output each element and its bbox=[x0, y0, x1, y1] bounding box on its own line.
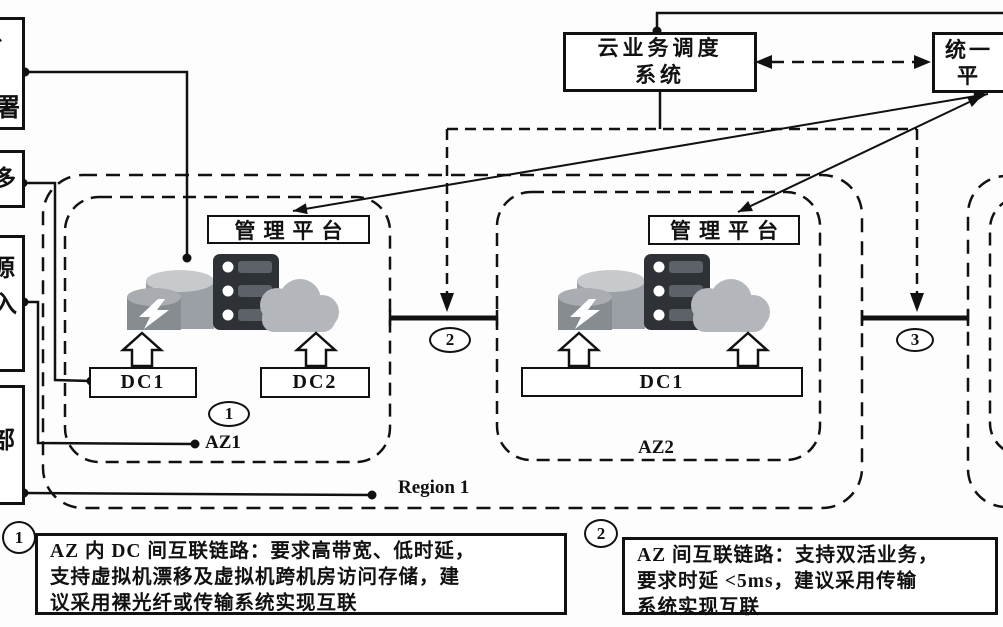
arrowhead-right-icon bbox=[914, 55, 931, 69]
unified-platform-line2: 平 bbox=[957, 63, 981, 88]
junction-dot bbox=[182, 253, 192, 263]
arrowhead-icon bbox=[293, 203, 308, 215]
legend4-fragment: 部 bbox=[0, 428, 15, 454]
legend3-fragment: 源 bbox=[0, 256, 15, 282]
up-arrow-icon bbox=[556, 331, 602, 368]
az1-dc2-label: DC2 bbox=[292, 371, 338, 393]
junction-dot bbox=[190, 439, 200, 449]
note1-number: 1 bbox=[14, 527, 24, 547]
arrowhead-down-icon bbox=[440, 293, 454, 312]
az2-dc1-box: DC1 bbox=[521, 367, 803, 397]
datacenter-icon bbox=[127, 254, 339, 332]
up-arrow-icon bbox=[119, 331, 165, 368]
note2-line2: 要求时延 <5ms，建议采用传输 bbox=[637, 571, 918, 592]
legend1-fragment: 丶 bbox=[0, 26, 6, 50]
link2-number-badge: 2 bbox=[429, 327, 471, 353]
left-legend-box-3: 源 入 bbox=[0, 235, 25, 372]
az3-boundary-partial bbox=[988, 201, 1003, 451]
legend1-fragment: 署 bbox=[0, 95, 21, 122]
region1-label: Region 1 bbox=[398, 477, 470, 498]
leftbox4-connector bbox=[23, 491, 373, 497]
link3-number: 3 bbox=[910, 330, 920, 349]
note1-line2: 支持虚拟机漂移及虚拟机跨机房访问存储，建 bbox=[50, 567, 461, 588]
up-arrow-icon bbox=[725, 331, 771, 368]
legend1-fragment: 。 bbox=[0, 62, 8, 86]
az1-management-platform-label: 管理平台 bbox=[234, 218, 351, 243]
link2-number: 2 bbox=[445, 330, 455, 349]
note1-line3: 议采用裸光纤或传输系统实现互联 bbox=[50, 593, 358, 614]
note1-number-badge: 1 bbox=[2, 521, 36, 554]
note2-number-badge: 2 bbox=[584, 519, 618, 548]
az1-dc1-label: DC1 bbox=[120, 371, 166, 393]
arrowhead-down-icon bbox=[910, 293, 924, 312]
note1-line1: AZ 内 DC 间互联链路：要求高带宽、低时延， bbox=[50, 541, 476, 562]
az1-management-platform-box: 管理平台 bbox=[207, 215, 370, 244]
region2-boundary-partial bbox=[966, 174, 1003, 509]
lightning-icon bbox=[139, 299, 169, 329]
lightning-icon bbox=[570, 299, 600, 329]
note2-line3: 系统实现互联 bbox=[637, 597, 761, 618]
arrowhead-left-icon bbox=[755, 55, 772, 69]
az1-dc2-box: DC2 bbox=[260, 367, 370, 398]
az1-boundary bbox=[63, 195, 392, 464]
unified-platform-line1: 统一 bbox=[945, 37, 993, 62]
az2-dc1-label: DC1 bbox=[639, 370, 685, 393]
az2-management-platform-label: 管理平台 bbox=[670, 219, 786, 243]
link3-number-badge: 3 bbox=[896, 328, 934, 352]
az1-label: AZ1 bbox=[205, 432, 241, 453]
cloud-scheduler-box: 云业务调度 系统 bbox=[563, 32, 757, 92]
unified-az1-mgmt-link bbox=[292, 93, 989, 212]
datacenter-icon bbox=[558, 254, 770, 332]
up-arrow-icon bbox=[293, 331, 339, 368]
az2-management-platform-box: 管理平台 bbox=[648, 215, 800, 245]
link1-number: 1 bbox=[224, 404, 234, 423]
scheduler-top-connector bbox=[655, 11, 1003, 32]
unified-platform-box-partial: 统一 平 bbox=[932, 32, 1003, 93]
leftbox3-connector bbox=[24, 300, 196, 446]
note1-box: AZ 内 DC 间互联链路：要求高带宽、低时延， 支持虚拟机漂移及虚拟机跨机房访… bbox=[35, 533, 567, 615]
note2-line1: AZ 间互联链路：支持双活业务， bbox=[637, 545, 939, 566]
junction-dot bbox=[367, 490, 377, 500]
note2-box: AZ 间互联链路：支持双活业务， 要求时延 <5ms，建议采用传输 系统实现互联 bbox=[622, 537, 998, 618]
cloud-scheduler-line1: 云业务调度 bbox=[597, 36, 723, 60]
arrowhead-icon bbox=[738, 201, 753, 212]
az2-label: AZ2 bbox=[638, 437, 674, 458]
note2-number: 2 bbox=[596, 523, 606, 543]
cloud-scheduler-line2: 系统 bbox=[635, 63, 685, 87]
leftbox1-connector bbox=[25, 70, 189, 258]
link1-number-badge: 1 bbox=[208, 401, 250, 427]
az1-dc1-box: DC1 bbox=[89, 367, 197, 398]
unified-az2-mgmt-link bbox=[737, 95, 983, 213]
leftbox2-connector bbox=[23, 181, 92, 383]
up-arrow-icons bbox=[119, 331, 771, 368]
legend3-fragment: 入 bbox=[0, 292, 17, 318]
left-legend-box-2: 多 bbox=[0, 150, 25, 208]
cloud-icon bbox=[262, 306, 335, 332]
region1-boundary bbox=[41, 173, 864, 510]
legend2-fragment: 多 bbox=[0, 166, 16, 191]
left-legend-box-1: 丶 。 署 bbox=[0, 17, 25, 130]
arrowhead-icon bbox=[967, 96, 982, 107]
left-legend-box-4: 部 bbox=[0, 385, 25, 505]
cloud-icon bbox=[693, 306, 766, 332]
